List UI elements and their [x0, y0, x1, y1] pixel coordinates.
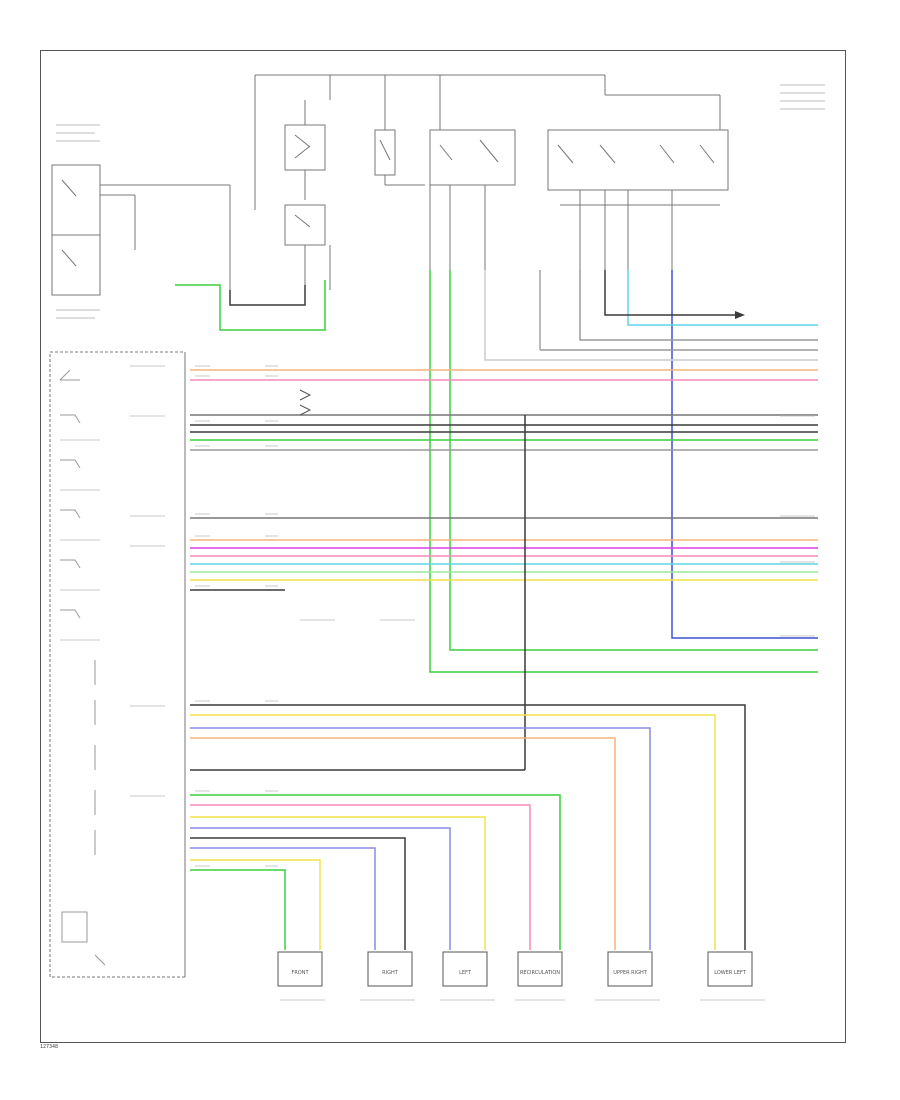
- sensor-label: LEFT: [459, 970, 472, 976]
- sensor-label: RIGHT: [382, 970, 399, 976]
- sensor-upper-right: [607, 951, 653, 987]
- top-relay-section: [51, 74, 825, 350]
- sensor-lower-left: [707, 951, 753, 987]
- module-internal-switches: [59, 369, 106, 966]
- diagram-frame: [40, 50, 846, 1043]
- sensor-row: FRONT RIGHT LEFT RECIRCULATION UPPER RIGHT LO…: [277, 951, 753, 987]
- vertical-feed-wires: [429, 270, 818, 673]
- sensor-label: FRONT: [291, 970, 309, 976]
- upper-harness-rows: [190, 369, 818, 770]
- lower-harness-rows: [190, 704, 746, 950]
- sensor-label: UPPER RIGHT: [613, 970, 647, 976]
- sensor-front: [277, 951, 323, 987]
- sensor-label: LOWER LEFT: [714, 970, 746, 976]
- figure-id: 127348: [40, 1044, 59, 1050]
- wire-code-marks: [60, 365, 815, 1001]
- sensor-label: RECIRCULATION: [520, 970, 560, 976]
- control-module: [49, 351, 186, 978]
- compressor-feed-wires: [175, 280, 326, 331]
- sensor-left: [442, 951, 488, 987]
- sensor-recirculation: [517, 951, 563, 987]
- sensor-right: [367, 951, 413, 987]
